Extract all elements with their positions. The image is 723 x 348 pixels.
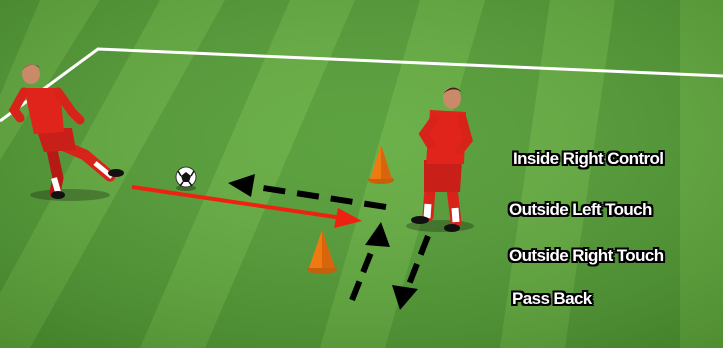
drill-step-label: Pass Back [512, 289, 592, 308]
ball-icon [175, 166, 197, 191]
cone-icon [307, 230, 337, 274]
pass-arrow-icon [131, 185, 362, 228]
player-icon [406, 87, 474, 232]
dribble-arrow-icon [392, 234, 431, 310]
dribble-arrow-icon [228, 174, 387, 210]
player-icon [8, 64, 124, 201]
drill-step-label: Outside Left Touch [509, 200, 652, 219]
dribble-arrow-icon [349, 222, 390, 302]
cone-icon [368, 145, 394, 184]
drill-step-label: Outside Right Touch [509, 246, 664, 265]
drill-step-label: Inside Right Control [513, 149, 664, 168]
